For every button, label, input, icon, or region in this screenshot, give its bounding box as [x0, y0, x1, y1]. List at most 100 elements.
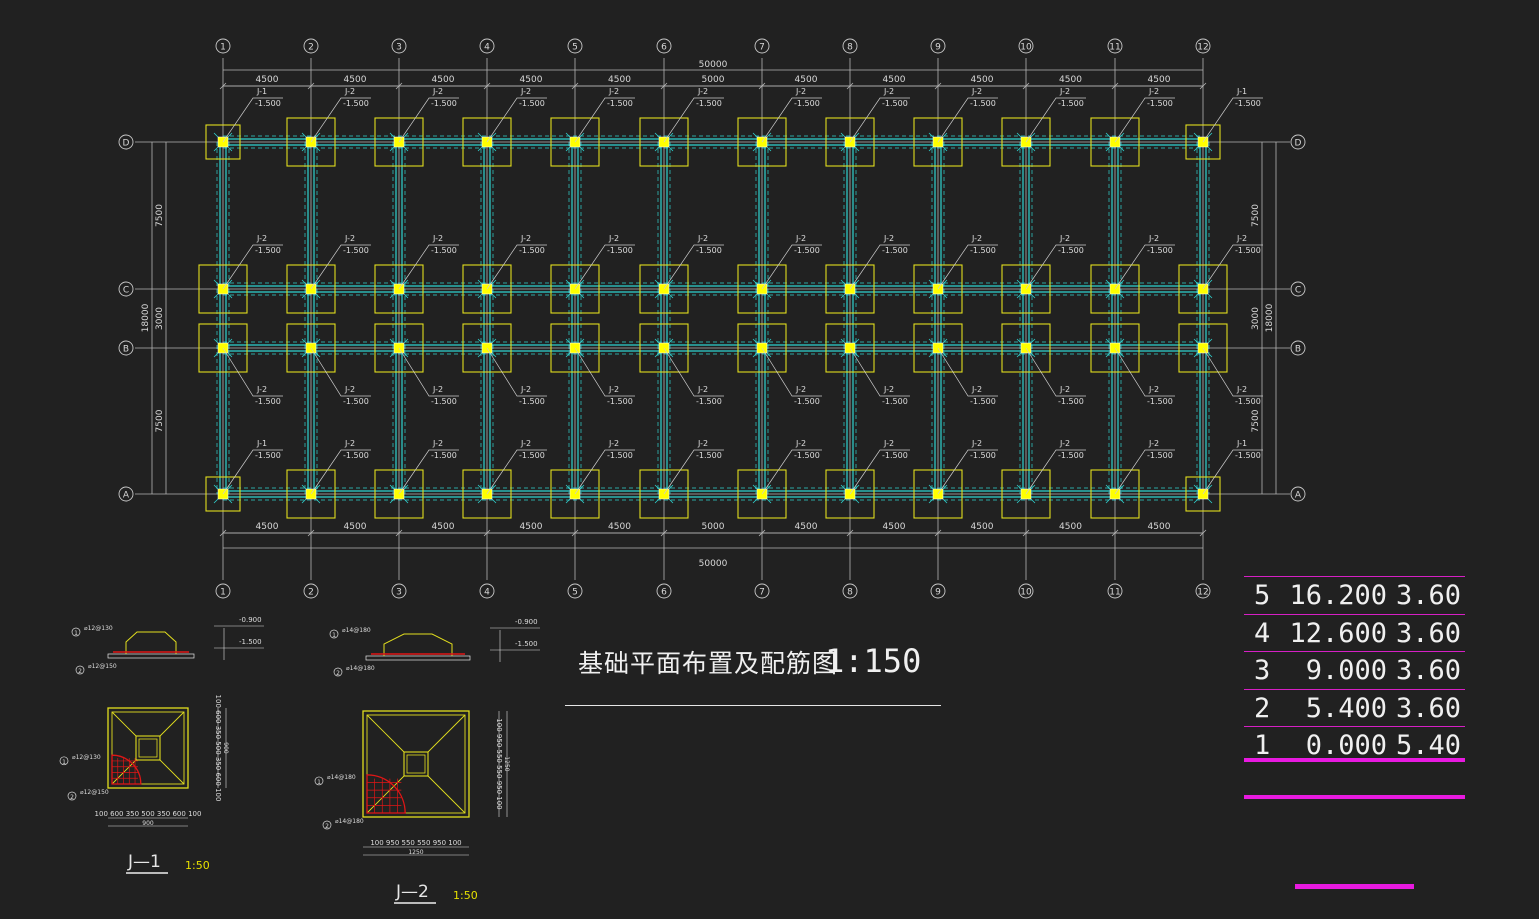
- leader-line: [310, 97, 371, 143]
- axis-bubble-label: 2: [308, 588, 314, 598]
- footing-outline: [550, 469, 600, 519]
- leader-line: [1114, 97, 1175, 143]
- footing-label: J-2: [344, 385, 355, 394]
- plan-outline: [362, 710, 470, 818]
- footing-outline: [1001, 117, 1051, 167]
- footing-label: J-2: [520, 385, 531, 394]
- footing-outline: [1178, 264, 1228, 314]
- footing-label: J-2: [795, 385, 806, 394]
- dimension-tick: [1111, 82, 1119, 90]
- axis-bubble-label: 1: [220, 43, 226, 53]
- footing-elevation-label: -1.500: [696, 99, 722, 108]
- axis-bubble: [754, 38, 770, 54]
- dimension-label: 4500: [432, 522, 455, 532]
- plan-slope-line: [366, 714, 405, 753]
- plan-rebar-zone: [111, 754, 142, 785]
- footing-label: J-2: [1236, 385, 1247, 394]
- footing-label: J-2: [883, 385, 894, 394]
- dimension-tick: [483, 529, 491, 537]
- footing-outline: [374, 469, 424, 519]
- axis-bubble: [118, 281, 134, 297]
- footing-outline: [1178, 323, 1228, 373]
- footing-elevation-label: -1.500: [1235, 246, 1261, 255]
- footing-outline: [825, 323, 875, 373]
- rebar-label-2: ⌀14@180: [335, 818, 364, 825]
- rebar-callout-2-label: 2: [78, 668, 82, 675]
- dimension-tick: [571, 82, 579, 90]
- dimension-label: 4500: [883, 75, 906, 85]
- axis-bubble: [118, 134, 134, 150]
- leader-line: [310, 449, 371, 495]
- leader-line: [1202, 449, 1263, 495]
- dimension-tick: [758, 82, 766, 90]
- rebar-callout-1-label: 1: [317, 779, 321, 786]
- dimension-tick: [307, 82, 315, 90]
- footing-elevation-label: -1.500: [970, 397, 996, 406]
- footing-label: J-2: [1059, 439, 1070, 448]
- leader-line: [1025, 449, 1086, 495]
- leader-line: [663, 449, 724, 495]
- footing-elevation-label: -1.500: [970, 99, 996, 108]
- axis-bubble: [479, 583, 495, 599]
- axis-bubble-label: 7: [759, 588, 765, 598]
- footing-elevation-label: -1.500: [882, 99, 908, 108]
- leader-line: [937, 244, 998, 290]
- leader-line: [849, 244, 910, 290]
- footing-elevation-label: -1.500: [431, 397, 457, 406]
- rebar-callout-2-label: 2: [336, 670, 340, 677]
- footing-elevation-label: -1.500: [794, 451, 820, 460]
- axis-bubble-label: 12: [1197, 43, 1208, 53]
- leader-line: [849, 347, 910, 397]
- footing-elevation-label: -1.500: [882, 397, 908, 406]
- table-extra-line: [1244, 795, 1465, 799]
- footing-elevation-label: -1.500: [431, 451, 457, 460]
- dimension-label: 5000: [702, 75, 725, 85]
- plan-total-horizontal: 1250: [408, 849, 423, 856]
- footing-label: J-2: [432, 234, 443, 243]
- plan-dims-vertical: 100 950 550 550 950 100: [495, 718, 503, 809]
- footing-outline: [374, 264, 424, 314]
- footing-label: J-2: [1148, 234, 1159, 243]
- plan-dims-vertical: 100 600 350 500 350 600 100: [214, 695, 222, 802]
- footing-outline: [737, 469, 787, 519]
- title-underline: [565, 705, 941, 706]
- drawing-scale: 1:150: [825, 642, 922, 680]
- axis-bubble-label: 1: [220, 588, 226, 598]
- axis-bubble-label: 8: [847, 43, 853, 53]
- footing-outline: [1001, 323, 1051, 373]
- footing-elevation-label: -1.500: [1058, 451, 1084, 460]
- footing-label: J-2: [883, 234, 894, 243]
- detail-j2-underline: [394, 902, 436, 904]
- footing-elevation-label: -1.500: [607, 99, 633, 108]
- rebar-label-1: ⌀14@180: [342, 627, 371, 634]
- table-marker-line: [1295, 884, 1414, 889]
- axis-bubble: [118, 486, 134, 502]
- footing-outline: [825, 469, 875, 519]
- footing-outline: [1001, 264, 1051, 314]
- axis-bubble: [479, 38, 495, 54]
- dimension-label: 4500: [432, 75, 455, 85]
- footing-elevation-label: -1.500: [343, 451, 369, 460]
- footing-outline: [639, 323, 689, 373]
- footing-outline: [462, 264, 512, 314]
- footing-label: J-2: [971, 439, 982, 448]
- section-outline: [383, 633, 453, 656]
- footing-outline: [737, 117, 787, 167]
- axis-bubble-label: 11: [1109, 43, 1120, 53]
- rebar-callout-2: [67, 791, 77, 801]
- footing-outline: [1090, 117, 1140, 167]
- footing-elevation-label: -1.500: [696, 451, 722, 460]
- footing-outline: [1001, 469, 1051, 519]
- footing-label: J-2: [344, 439, 355, 448]
- axis-bubble: [1195, 38, 1211, 54]
- footing-elevation-label: -1.500: [255, 451, 281, 460]
- leader-line: [574, 347, 635, 397]
- leader-line: [1202, 244, 1263, 290]
- axis-bubble-label: 4: [484, 588, 490, 598]
- dimension-label: 7500: [155, 204, 165, 227]
- dimension-label: 4500: [1148, 75, 1171, 85]
- plan-pedestal: [135, 735, 161, 761]
- leader-line: [1202, 347, 1263, 397]
- axis-bubble: [754, 583, 770, 599]
